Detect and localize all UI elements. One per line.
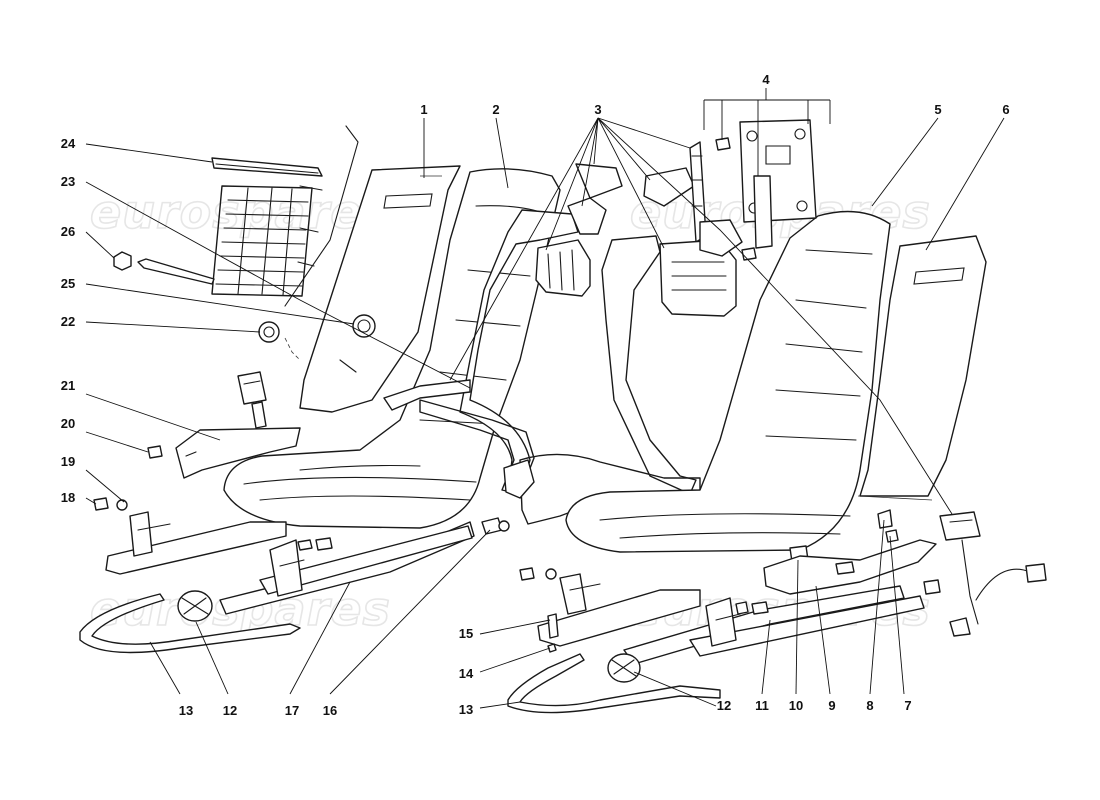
right-side-fittings bbox=[763, 509, 1047, 637]
callouts: 1 2 3 4 5 6 7 8 9 10 11 12 12 13 13 14 1… bbox=[61, 72, 1010, 718]
callout-18: 18 bbox=[61, 490, 75, 505]
callout-13-right: 13 bbox=[459, 702, 473, 717]
callout-25: 25 bbox=[61, 276, 75, 291]
callout-12-right: 12 bbox=[717, 698, 731, 713]
callout-16: 16 bbox=[323, 703, 337, 718]
left-release-handle bbox=[79, 590, 301, 654]
callout-13-left: 13 bbox=[179, 703, 193, 718]
callout-22: 22 bbox=[61, 314, 75, 329]
callout-4: 4 bbox=[762, 72, 770, 87]
callout-9: 9 bbox=[828, 698, 835, 713]
callout-5: 5 bbox=[934, 102, 941, 117]
leader-lines bbox=[85, 88, 1005, 709]
callout-19: 19 bbox=[61, 454, 75, 469]
seat-frame-bar bbox=[211, 157, 323, 177]
left-seat-belt bbox=[383, 197, 607, 495]
right-backrest-shell bbox=[857, 235, 987, 501]
callout-1: 1 bbox=[420, 102, 427, 117]
watermark-top-left: eurospares bbox=[90, 185, 391, 239]
seat-belt-buckle-left bbox=[175, 371, 301, 479]
mounting-plate bbox=[715, 119, 817, 261]
callout-26: 26 bbox=[61, 224, 75, 239]
callout-2: 2 bbox=[492, 102, 499, 117]
callout-15: 15 bbox=[459, 626, 473, 641]
bolt-20 bbox=[147, 445, 163, 459]
spring-grid bbox=[211, 185, 323, 297]
callout-8: 8 bbox=[866, 698, 873, 713]
callout-23: 23 bbox=[61, 174, 75, 189]
callout-7: 7 bbox=[904, 698, 911, 713]
callout-6: 6 bbox=[1002, 102, 1009, 117]
callout-17: 17 bbox=[285, 703, 299, 718]
callout-20: 20 bbox=[61, 416, 75, 431]
nut-and-rod bbox=[113, 251, 215, 285]
callout-14: 14 bbox=[459, 666, 474, 681]
callout-24: 24 bbox=[61, 136, 76, 151]
callout-12-left: 12 bbox=[223, 703, 237, 718]
right-seat-belt bbox=[503, 219, 743, 525]
callout-10: 10 bbox=[789, 698, 803, 713]
right-seat bbox=[565, 210, 891, 553]
right-release-handle bbox=[507, 653, 721, 714]
grommet bbox=[258, 321, 301, 361]
right-seat-rail bbox=[519, 567, 925, 665]
left-seat-rail bbox=[93, 497, 510, 615]
callout-11: 11 bbox=[755, 698, 769, 713]
callout-21: 21 bbox=[61, 378, 75, 393]
left-backrest-shell bbox=[299, 165, 461, 413]
frame-outline-line bbox=[284, 125, 359, 307]
callout-3: 3 bbox=[594, 102, 601, 117]
belt-guide-pads bbox=[575, 141, 707, 243]
